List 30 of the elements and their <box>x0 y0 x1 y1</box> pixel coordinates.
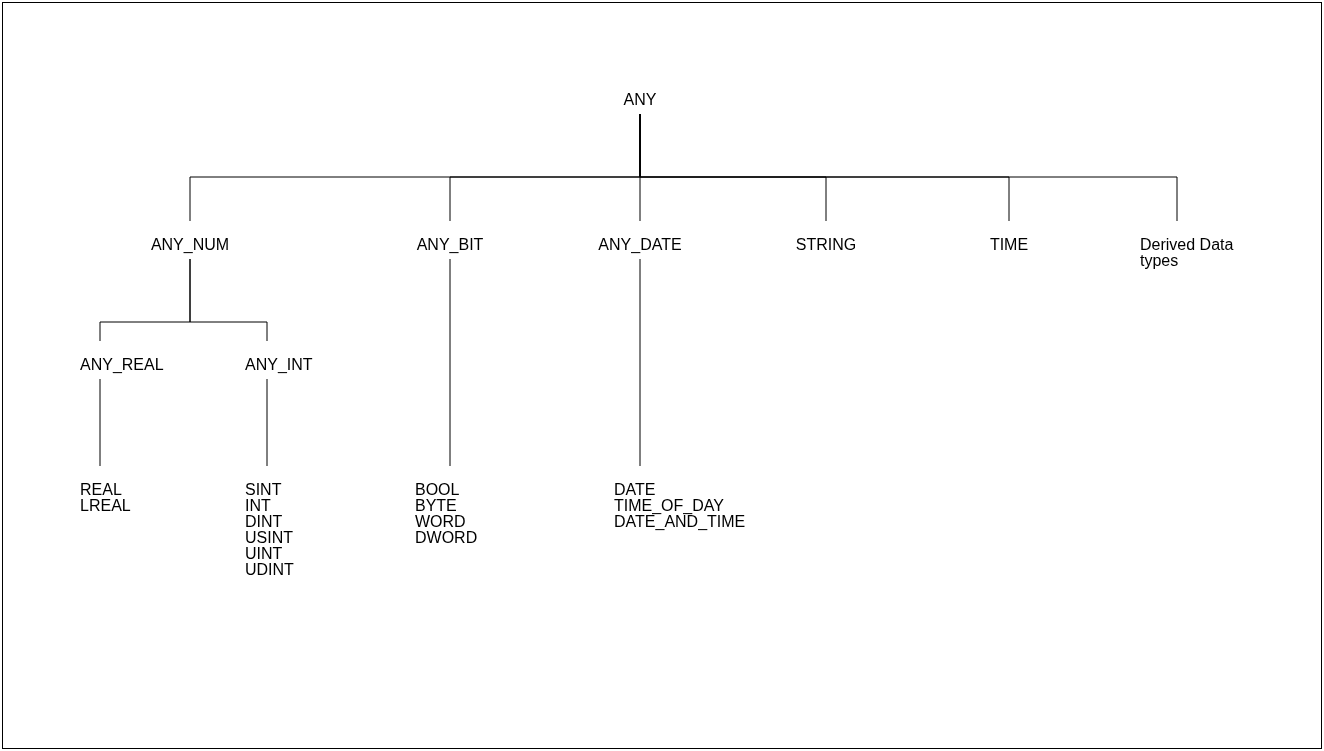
type-name: SINT <box>245 482 283 498</box>
type-name: ANY_INT <box>245 357 313 373</box>
type-name: TIME <box>989 237 1029 253</box>
type-name: ANY_REAL <box>80 357 164 373</box>
tree-line <box>99 378 101 467</box>
type-name: INT <box>245 498 272 514</box>
type-name: ANY <box>623 92 657 108</box>
type-name: DATE <box>614 482 657 498</box>
tree-line <box>266 378 268 467</box>
tree-line <box>449 258 451 467</box>
type-name: ANY_DATE <box>598 237 682 253</box>
type-name: BYTE <box>415 498 458 514</box>
type-name: UDINT <box>245 562 294 578</box>
type-name: Derived Data types <box>1140 237 1235 269</box>
type-name: DATE_AND_TIME <box>614 514 746 530</box>
type-name: STRING <box>795 237 857 253</box>
tree-line <box>639 113 1178 222</box>
type-name: TIME_OF_DAY <box>614 498 725 514</box>
type-name: ANY_NUM <box>150 237 230 253</box>
type-name: WORD <box>415 514 467 530</box>
type-name: DINT <box>245 514 284 530</box>
tree-line <box>189 258 268 342</box>
type-name: DWORD <box>415 530 478 546</box>
tree-line <box>639 258 641 467</box>
type-name: REAL <box>80 482 123 498</box>
type-name: UINT <box>245 546 284 562</box>
type-name: LREAL <box>80 498 131 514</box>
type-name: ANY_BIT <box>416 237 484 253</box>
type-name: USINT <box>245 530 294 546</box>
type-name: BOOL <box>415 482 461 498</box>
